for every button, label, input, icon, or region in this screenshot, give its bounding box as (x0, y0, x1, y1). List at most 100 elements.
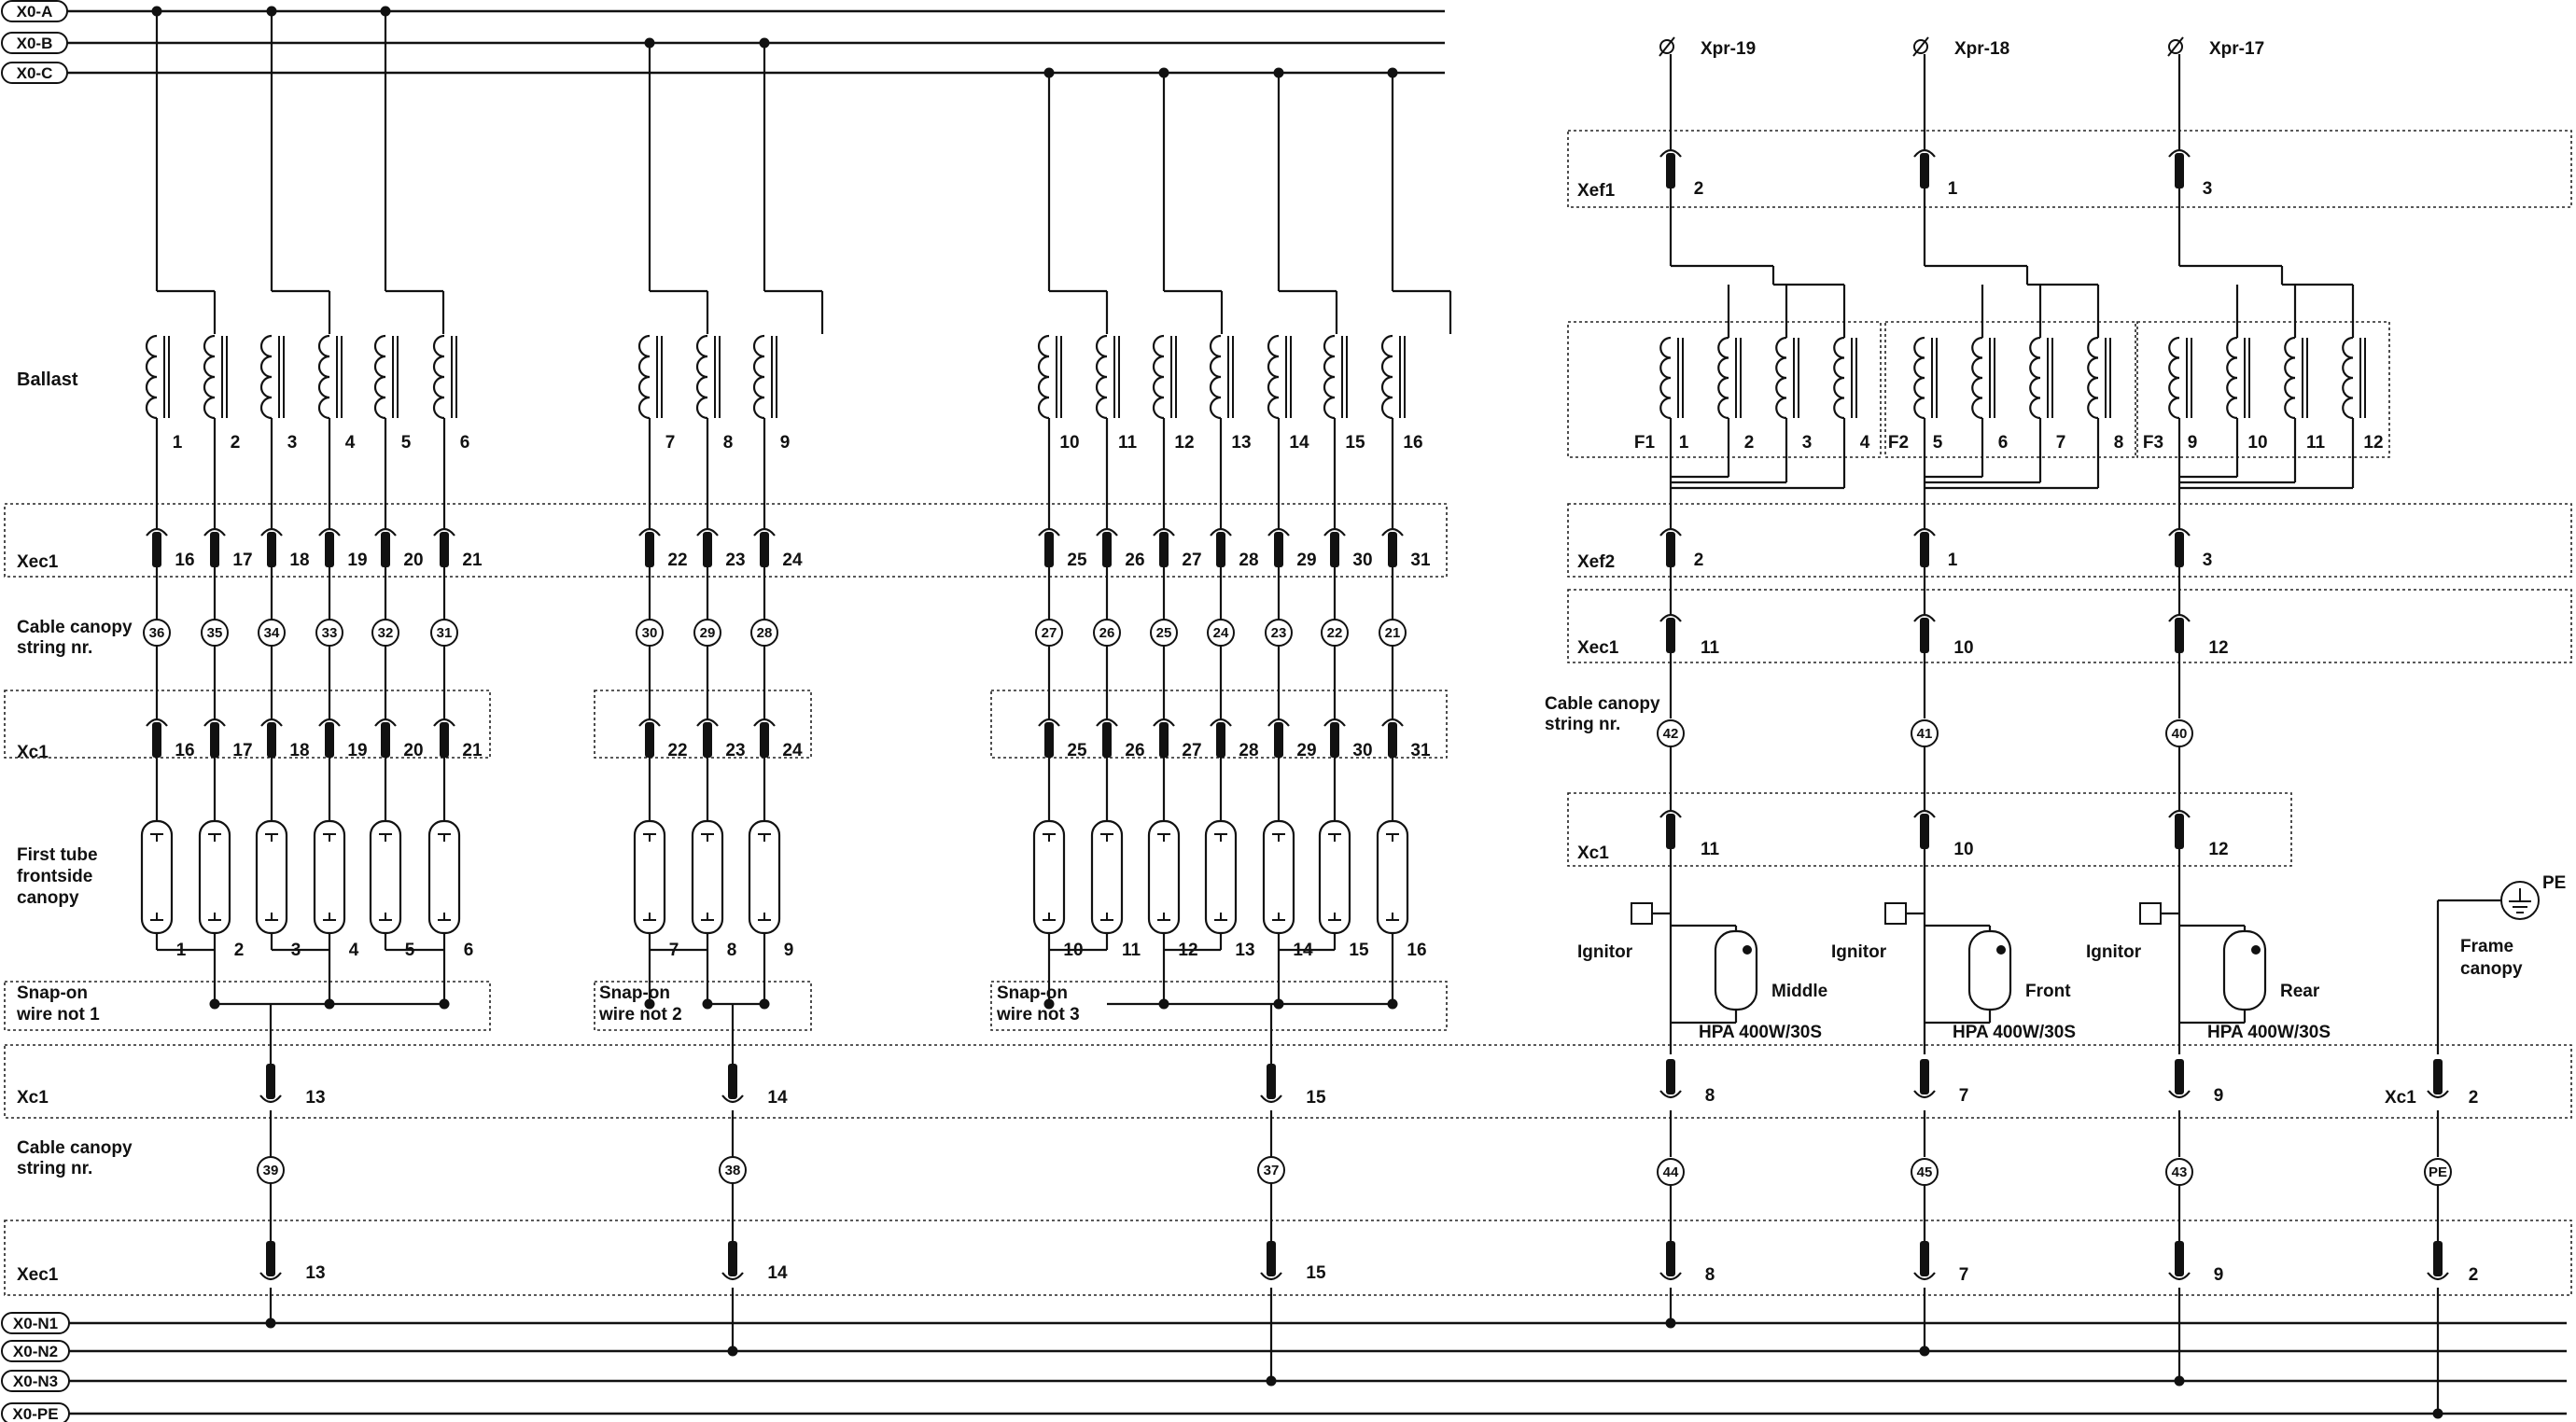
neutral-return-3-xec1-bar (1267, 1241, 1276, 1276)
hpa-middle-xpr-label: Xpr-19 (1701, 39, 1756, 59)
column-9-phase-dot (759, 37, 770, 49)
column-1-phase-dot (151, 6, 162, 17)
xec1-hpa-label: Xec1 (1577, 638, 1619, 658)
bus-tag-x0-n1 (1, 1312, 70, 1334)
column-3-ballast-num: 3 (287, 433, 298, 453)
hpa-rear-xc1-ret-arc (2168, 1090, 2191, 1099)
column-9-string-label: 28 (757, 625, 773, 641)
xc1-box-lower (4, 1044, 2572, 1119)
neutral-return-3-bus-dot (1266, 1375, 1277, 1387)
column-9-ballast-num: 9 (780, 433, 791, 453)
neutral-return-2-xc1-arc (721, 1094, 744, 1104)
fuse-box-f2 (1884, 321, 2136, 458)
column-6-tube-num: 6 (464, 941, 474, 960)
column-13-xec1-term: 28 (1239, 551, 1258, 570)
hpa-front-xc1-ret-term: 7 (1959, 1086, 1969, 1106)
hpa-middle-xc1-ret-arc (1659, 1090, 1682, 1099)
hpa-middle-fuse-label: F1 (1634, 433, 1656, 453)
hpa-rear-bank-coil-2 (2226, 336, 2238, 420)
hpa-front-rstring-label: 45 (1917, 1164, 1933, 1180)
column-8-xc1-term: 23 (725, 741, 745, 760)
bus-label-x0-pe: X0-PE (12, 1405, 58, 1422)
hpa-middle-bank-coil-4 (1833, 336, 1845, 420)
column-2-tube-num: 2 (234, 941, 245, 960)
hpa-middle-xec1-bar (1666, 618, 1675, 653)
string-nr-hpa-label: string nr. (1545, 715, 1620, 734)
column-9-xc1-arc (753, 718, 776, 727)
hpa-front-xc1-arc (1913, 809, 1936, 818)
snap-dot-1 (209, 998, 220, 1010)
hpa-middle-bank-num-3: 3 (1802, 433, 1813, 453)
column-12-xc1-arc (1153, 718, 1175, 727)
bus-label-x0-n1: X0-N1 (13, 1315, 58, 1332)
neutral-return-1-xec1-term: 13 (305, 1263, 325, 1283)
column-13-xc1-term: 28 (1239, 741, 1258, 760)
hpa-rear-position-label: Rear (2280, 982, 2320, 1001)
column-15-xc1-arc (1323, 718, 1346, 727)
column-12-phase-dot (1158, 67, 1169, 78)
hpa-rear-bank-num-4: 12 (2363, 433, 2383, 453)
canopy-label: canopy (2460, 959, 2523, 979)
first-tube-label: First tube (17, 845, 98, 865)
snap-box-group1 (4, 981, 491, 1031)
hpa-middle-xec1-ret-bar (1666, 1241, 1675, 1276)
column-14-string-label: 23 (1271, 625, 1287, 641)
snap-label-1-a: Snap-on (17, 983, 88, 1003)
neutral-return-3-xec1-arc (1260, 1272, 1282, 1281)
bus-label-x0-n2: X0-N2 (13, 1343, 58, 1360)
neutral-return-1-string-label: 39 (263, 1163, 279, 1178)
hpa-middle-xpr-slash (1659, 36, 1675, 57)
neutral-return-1-xc1-bar (266, 1064, 275, 1099)
column-2-xec1-term: 17 (232, 551, 252, 570)
xec1-lower-label: Xec1 (17, 1265, 59, 1285)
neutral-return-1-xec1-bar (266, 1241, 275, 1276)
column-8-string-label: 29 (700, 625, 716, 641)
snap-label-2-a: Snap-on (599, 983, 670, 1003)
column-16-xec1-term: 31 (1410, 551, 1431, 570)
hpa-rear-xec1-arc (2168, 613, 2191, 622)
column-7-xec1-arc (638, 527, 661, 537)
column-16-xc1-term: 31 (1410, 741, 1431, 760)
neutral-return-1-xec1-arc (259, 1272, 282, 1281)
bus-label-x0-n3: X0-N3 (13, 1373, 58, 1390)
hpa-middle-xc1-ret-bar (1666, 1059, 1675, 1094)
column-1-xc1-bar (152, 722, 161, 758)
column-3-xc1-bar (267, 722, 276, 758)
hpa-front-bank-coil-2 (1971, 336, 1983, 420)
column-15-coil (1323, 334, 1336, 420)
xc1-box-group1 (4, 690, 491, 759)
column-4-xc1-term: 19 (347, 741, 367, 760)
column-15-xc1-bar (1330, 722, 1339, 758)
column-1-xec1-bar (152, 532, 161, 567)
hpa-rear-xc1-arc (2168, 809, 2191, 818)
hpa-rear-bank-num-2: 10 (2247, 433, 2267, 453)
column-16-string-label: 21 (1385, 625, 1401, 641)
hpa-middle-position-label: Middle (1771, 982, 1827, 1001)
bus-tag-x0-n3 (1, 1370, 70, 1392)
hpa-middle-xec1-arc (1659, 613, 1682, 622)
hpa-middle-xef1-term: 2 (1694, 179, 1704, 199)
hpa-rear-xec1-bar (2175, 618, 2184, 653)
column-5-xec1-term: 20 (403, 551, 423, 570)
column-1-xc1-arc (146, 718, 168, 727)
hpa-middle-rstring-label: 44 (1663, 1164, 1679, 1180)
column-14-xc1-arc (1267, 718, 1290, 727)
column-4-tube-num: 4 (349, 941, 359, 960)
column-13-xec1-arc (1210, 527, 1232, 537)
hpa-front-xef2-arc (1913, 527, 1936, 537)
column-1-ballast-num: 1 (173, 433, 183, 453)
hpa-rear-xef1-arc (2168, 148, 2191, 158)
column-4-ballast-num: 4 (345, 433, 356, 453)
hpa-front-xec1-term: 10 (1953, 638, 1973, 658)
column-12-xec1-bar (1159, 532, 1169, 567)
column-9-xc1-bar (760, 722, 769, 758)
hpa-front-position-label: Front (2025, 982, 2071, 1001)
hpa-front-bank-num-3: 7 (2056, 433, 2066, 453)
column-8-ballast-num: 8 (723, 433, 734, 453)
column-2-xc1-arc (203, 718, 226, 727)
bus-tag-x0-pe (1, 1402, 70, 1422)
hpa-front-xpr-label: Xpr-18 (1954, 39, 2009, 59)
neutral-return-2-string-label: 38 (725, 1163, 741, 1178)
column-14-ballast-num: 14 (1289, 433, 1309, 453)
column-15-xec1-bar (1330, 532, 1339, 567)
